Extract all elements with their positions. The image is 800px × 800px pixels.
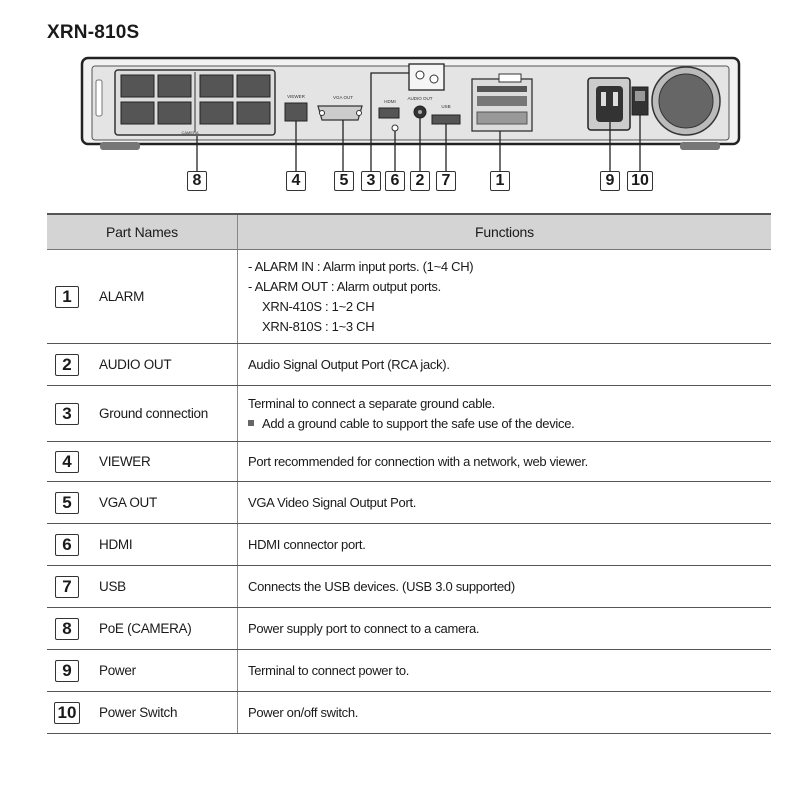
callout-6: 6: [385, 171, 405, 191]
table-row: 8 PoE (CAMERA) Power supply port to conn…: [47, 607, 771, 650]
part-function: - ALARM IN : Alarm input ports. (1~4 CH)…: [237, 249, 771, 344]
device-foot-left: [100, 142, 140, 150]
function-line: XRN-810S : 1~3 CH: [262, 318, 375, 334]
part-function: Connects the USB devices. (USB 3.0 suppo…: [237, 565, 771, 608]
callout-10: 10: [627, 171, 653, 191]
row-number: 8: [55, 617, 79, 640]
callout-4: 4: [286, 171, 306, 191]
part-function: Power on/off switch.: [237, 691, 771, 734]
part-name: Ground connection: [87, 385, 238, 442]
function-line: Terminal to connect a separate ground ca…: [248, 395, 495, 411]
poe-port-block: [114, 69, 276, 136]
power-switch: [631, 86, 649, 116]
header-functions: Functions: [237, 213, 771, 250]
part-name: Power Switch: [87, 691, 238, 734]
table-row: 2 AUDIO OUT Audio Signal Output Port (RC…: [47, 343, 771, 386]
table-row: 7 USB Connects the USB devices. (USB 3.0…: [47, 565, 771, 608]
callout-7: 7: [436, 171, 456, 191]
callout-numbers: 8 4 5 3 6 2 7 1 9 10: [0, 171, 800, 195]
hdmi-port: [378, 107, 400, 132]
device-rear-panel: CAMERA VIEWER VGA OUT HDMI AUDIO OUT USB: [0, 0, 800, 200]
row-number: 5: [55, 491, 79, 514]
note-icon: [248, 420, 254, 427]
ground-terminal: [408, 63, 445, 91]
callout-1: 1: [490, 171, 510, 191]
part-function: Audio Signal Output Port (RCA jack).: [237, 343, 771, 386]
viewer-label: VIEWER: [287, 94, 306, 99]
table-row: 3 Ground connection Terminal to connect …: [47, 385, 771, 442]
part-name: Power: [87, 649, 238, 692]
row-number: 1: [55, 285, 79, 308]
row-number: 9: [55, 659, 79, 682]
vga-port: [317, 105, 363, 121]
header-part-names: Part Names: [47, 213, 238, 250]
callout-3: 3: [361, 171, 381, 191]
callout-8: 8: [187, 171, 207, 191]
table-header-row: Part Names Functions: [47, 213, 771, 250]
table-row: 10 Power Switch Power on/off switch.: [47, 691, 771, 734]
callout-5: 5: [334, 171, 354, 191]
usb-label: USB: [441, 104, 450, 109]
part-name: PoE (CAMERA): [87, 607, 238, 650]
part-name: HDMI: [87, 523, 238, 566]
part-name: VGA OUT: [87, 481, 238, 524]
part-function: HDMI connector port.: [237, 523, 771, 566]
alarm-terminal-block: [471, 73, 533, 132]
part-name: ALARM: [87, 249, 238, 344]
parts-table: Part Names Functions 1 ALARM - ALARM IN …: [47, 213, 771, 734]
function-line: XRN-410S : 1~2 CH: [262, 298, 375, 314]
function-line: - ALARM OUT : Alarm output ports.: [248, 278, 441, 294]
part-function: Port recommended for connection with a n…: [237, 441, 771, 482]
part-name: USB: [87, 565, 238, 608]
part-name: VIEWER: [87, 441, 238, 482]
part-function: Terminal to connect power to.: [237, 649, 771, 692]
table-row: 5 VGA OUT VGA Video Signal Output Port.: [47, 481, 771, 524]
part-name: AUDIO OUT: [87, 343, 238, 386]
function-note: Add a ground cable to support the safe u…: [248, 414, 771, 434]
poe-label: CAMERA: [181, 130, 198, 135]
row-number: 4: [55, 450, 79, 473]
audio-out-jack: [413, 105, 427, 119]
row-number: 10: [54, 701, 80, 724]
part-function: Terminal to connect a separate ground ca…: [237, 385, 771, 442]
power-inlet: [587, 77, 631, 131]
viewer-port: [284, 102, 308, 122]
row-number: 2: [55, 353, 79, 376]
device-foot-right: [680, 142, 720, 150]
vga-label: VGA OUT: [333, 95, 353, 100]
table-row: 1 ALARM - ALARM IN : Alarm input ports. …: [47, 249, 771, 344]
callout-9: 9: [600, 171, 620, 191]
device-illustration: CAMERA VIEWER VGA OUT HDMI AUDIO OUT USB: [80, 56, 741, 172]
audio-label: AUDIO OUT: [407, 96, 432, 101]
hdmi-label: HDMI: [384, 99, 396, 104]
part-function: Power supply port to connect to a camera…: [237, 607, 771, 650]
row-number: 6: [55, 533, 79, 556]
part-function: VGA Video Signal Output Port.: [237, 481, 771, 524]
model-title: XRN-810S: [47, 22, 140, 43]
row-number: 7: [55, 575, 79, 598]
table-row: 6 HDMI HDMI connector port.: [47, 523, 771, 566]
fan-grille: [651, 66, 721, 136]
table-row: 9 Power Terminal to connect power to.: [47, 649, 771, 692]
table-row: 4 VIEWER Port recommended for connection…: [47, 441, 771, 482]
usb-port: [431, 114, 461, 125]
callout-2: 2: [410, 171, 430, 191]
callout-leaders: [196, 72, 641, 172]
function-line: - ALARM IN : Alarm input ports. (1~4 CH): [248, 258, 474, 274]
row-number: 3: [55, 402, 79, 425]
note-text: Add a ground cable to support the safe u…: [262, 415, 575, 431]
